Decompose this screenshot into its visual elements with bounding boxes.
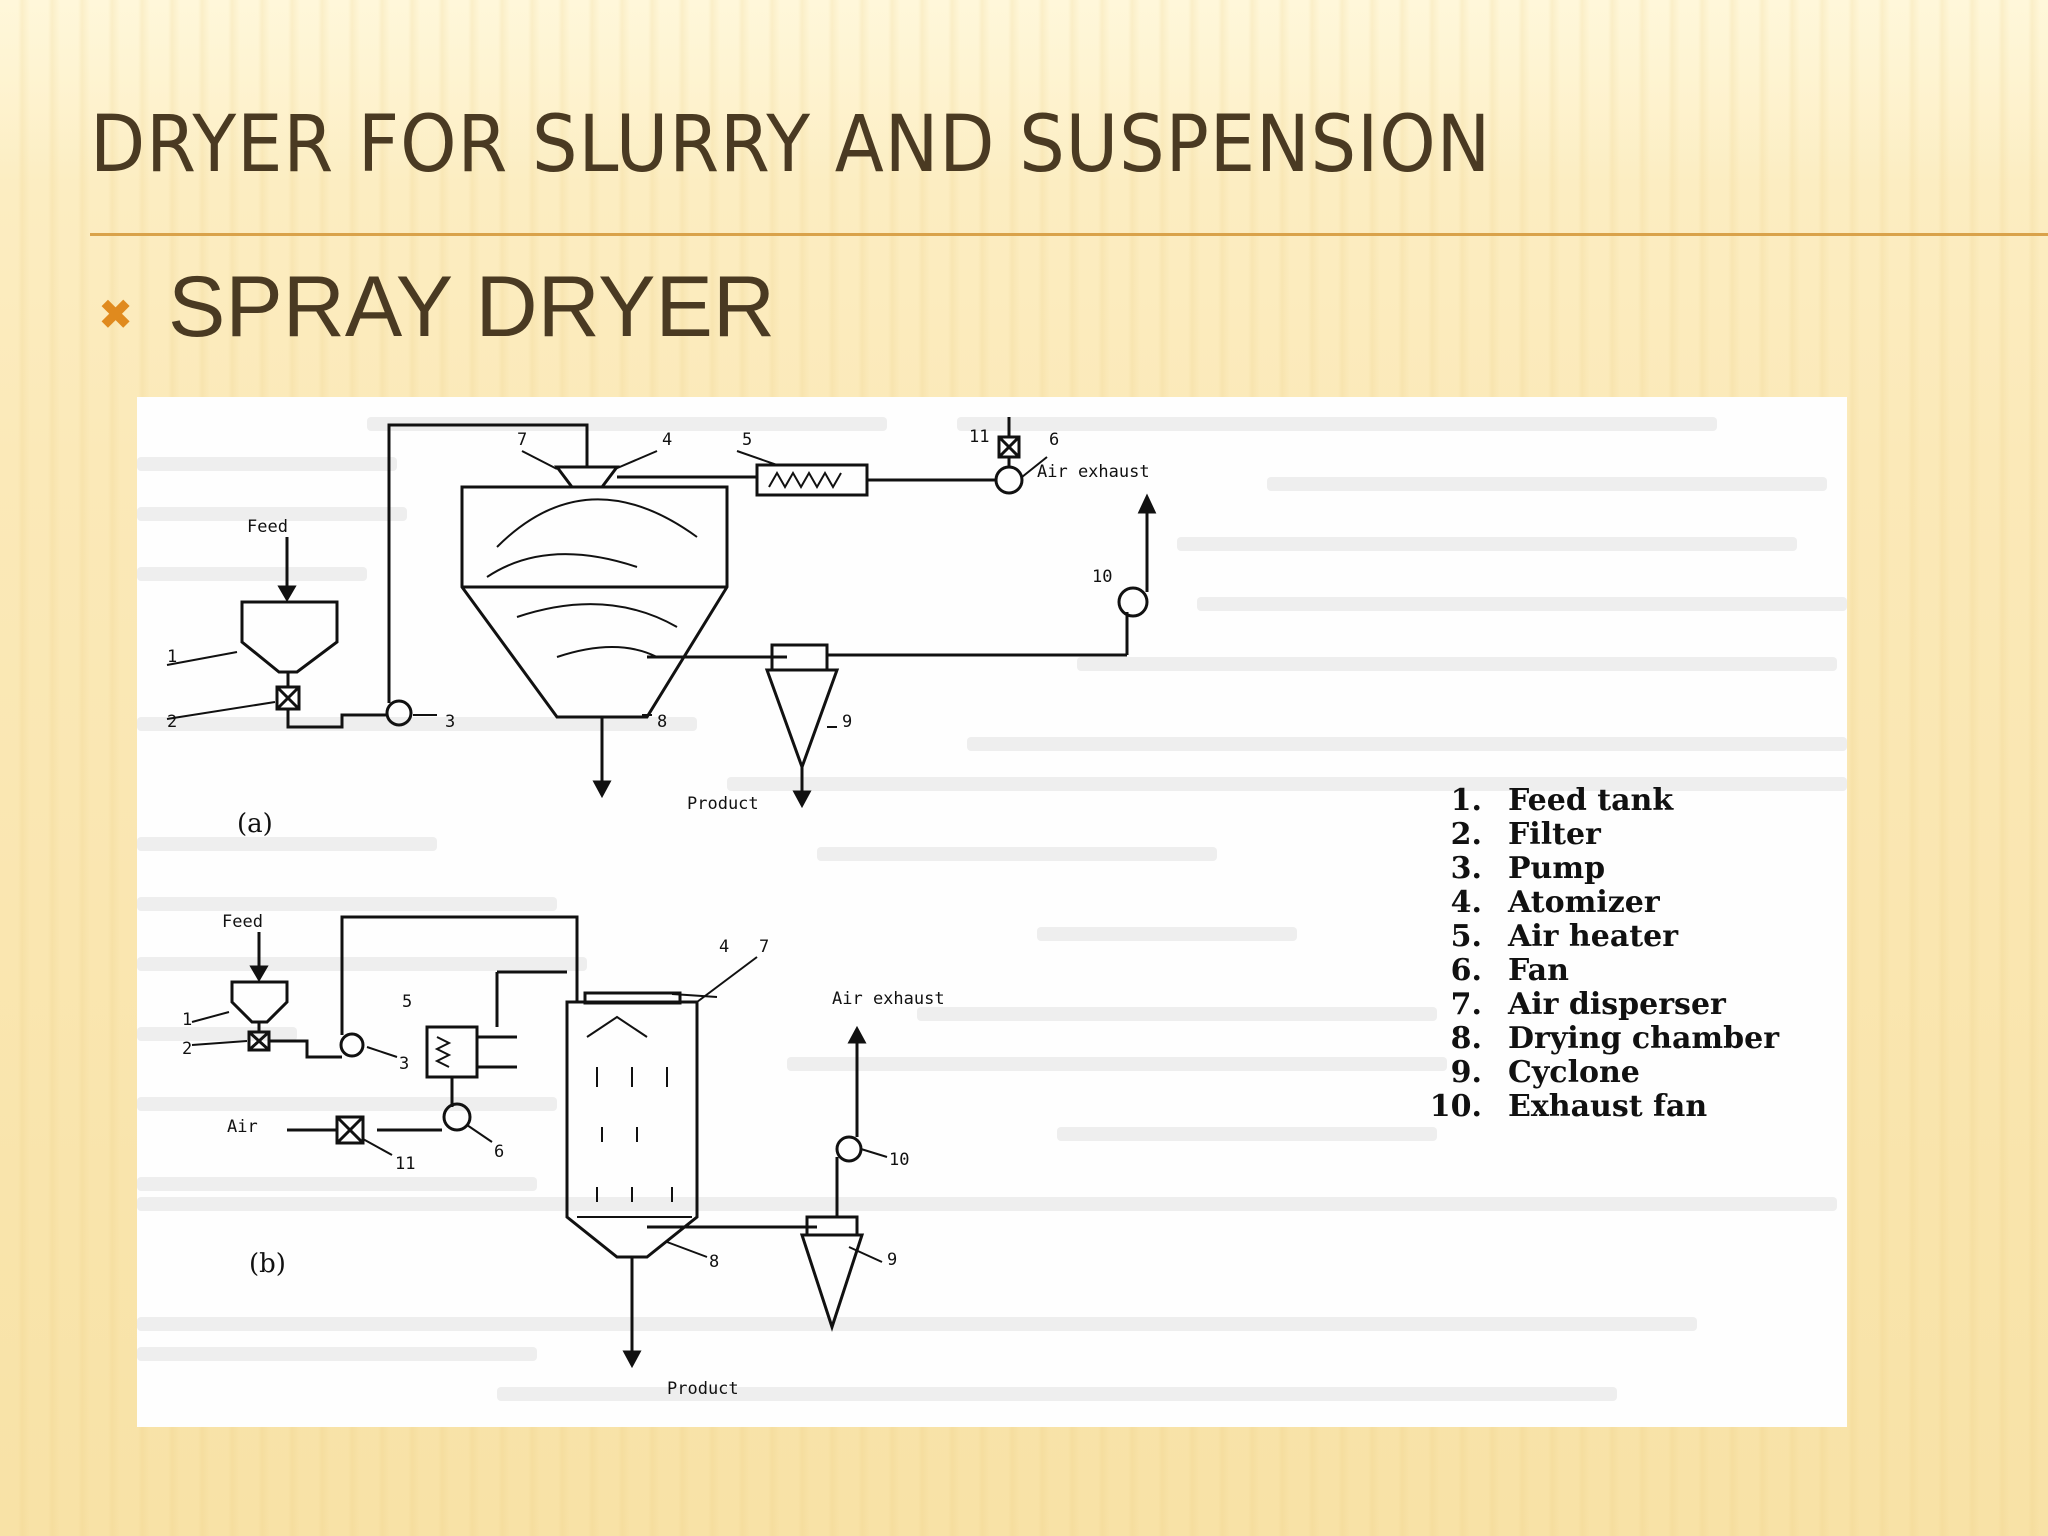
feed-label-b: Feed <box>222 912 263 932</box>
legend-item: 8.Drying chamber <box>1450 1021 1780 1056</box>
feed-label-a: Feed <box>247 517 288 537</box>
cyclone-a <box>764 668 840 772</box>
drying-chamber-a <box>460 485 729 719</box>
process-diagram: Feed Air exhaust Product (a) 1 2 3 4 5 6… <box>166 417 1157 1399</box>
number-b-11: 11 <box>395 1154 415 1174</box>
component-legend: 1.Feed tank 2.Filter 3.Pump 4.Atomizer 5… <box>1414 784 1779 1124</box>
pump-b <box>339 1032 365 1058</box>
drying-chamber-b <box>565 1000 699 1259</box>
legend-item: 3.Pump <box>1450 851 1606 886</box>
legend-item: 9.Cyclone <box>1450 1055 1640 1090</box>
bullet-text: SPRAY DRYER <box>168 259 775 355</box>
number-b-2: 2 <box>182 1039 192 1059</box>
legend-item: 6.Fan <box>1450 953 1569 988</box>
legend-item: 2.Filter <box>1450 817 1601 852</box>
air-exhaust-label-b: Air exhaust <box>832 989 945 1009</box>
number-b-3: 3 <box>399 1054 409 1074</box>
number-a-3: 3 <box>445 712 455 732</box>
slide-title: DRYER FOR SLURRY AND SUSPENSION <box>90 100 1492 190</box>
atomizer-b <box>583 991 682 1005</box>
number-a-7: 7 <box>517 430 527 450</box>
number-b-5: 5 <box>402 992 412 1012</box>
air-label-b: Air <box>227 1117 258 1137</box>
number-b-8: 8 <box>709 1252 719 1272</box>
fan-b <box>442 1102 472 1132</box>
number-a-11: 11 <box>969 427 989 447</box>
air-exhaust-label-a: Air exhaust <box>1037 462 1150 482</box>
feed-tank-a <box>240 600 339 674</box>
air-heater-b <box>425 1025 479 1079</box>
atomizer-a <box>554 465 620 489</box>
number-a-2: 2 <box>167 712 177 732</box>
number-b-6: 6 <box>494 1142 504 1162</box>
exhaust-fan-a <box>1117 586 1149 618</box>
number-b-10: 10 <box>889 1150 909 1170</box>
product-label-b: Product <box>667 1379 739 1399</box>
title-divider <box>90 233 2048 236</box>
caption-a: (a) <box>237 809 273 839</box>
number-a-9: 9 <box>842 712 852 732</box>
number-a-10: 10 <box>1092 567 1112 587</box>
number-b-4: 4 <box>719 937 729 957</box>
feed-arrowhead-a <box>277 585 297 602</box>
product-label-a: Product <box>687 794 759 814</box>
number-a-1: 1 <box>167 647 177 667</box>
legend-item: 10.Exhaust fan <box>1429 1089 1708 1124</box>
number-a-4: 4 <box>662 430 672 450</box>
number-b-1: 1 <box>182 1010 192 1030</box>
legend-item: 7.Air disperser <box>1450 987 1726 1022</box>
number-a-5: 5 <box>742 430 752 450</box>
legend-item: 1.Feed tank <box>1450 783 1674 818</box>
fan-a <box>994 465 1024 495</box>
caption-b: (b) <box>249 1249 286 1279</box>
number-b-9: 9 <box>887 1250 897 1270</box>
legend-item: 5.Air heater <box>1450 919 1679 954</box>
exhaust-fan-b <box>835 1135 863 1163</box>
cyclone-b <box>799 1233 865 1332</box>
number-a-8: 8 <box>657 712 667 732</box>
pump-a <box>385 699 413 727</box>
legend-item: 4.Atomizer <box>1450 885 1660 920</box>
feed-tank-b <box>230 980 289 1024</box>
number-a-6: 6 <box>1049 430 1059 450</box>
spray-dryer-figure: Feed Air exhaust Product (a) 1 2 3 4 5 6… <box>137 397 1847 1427</box>
x-bullet-icon: ✖ <box>98 290 134 339</box>
number-b-7: 7 <box>759 937 769 957</box>
